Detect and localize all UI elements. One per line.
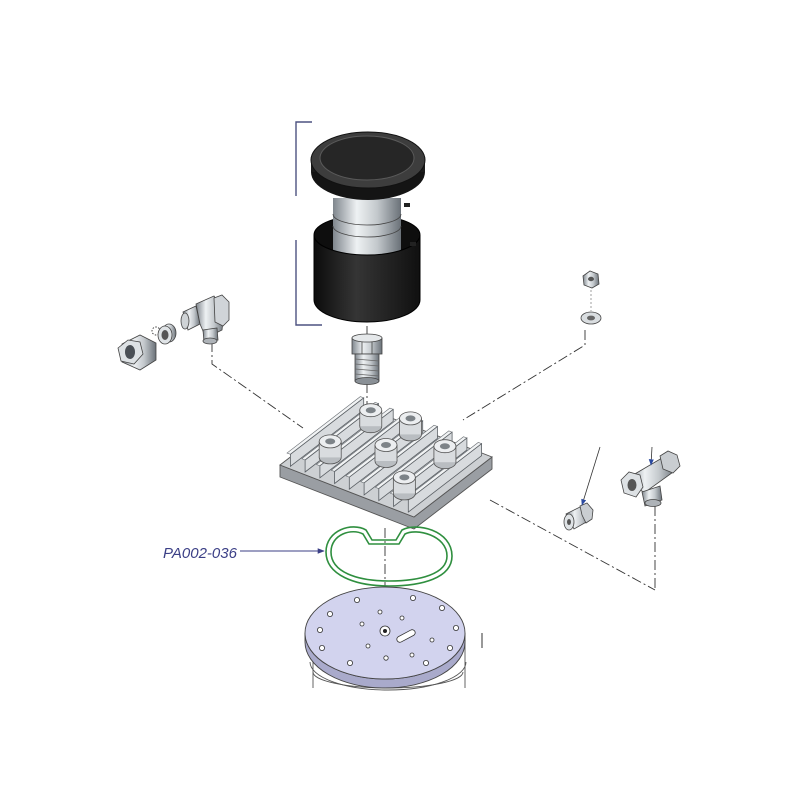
adapter-thread bbox=[354, 353, 380, 382]
valve-plate-hole bbox=[365, 643, 371, 649]
head-nut-and-washer bbox=[580, 270, 602, 325]
nut-washer-assembly-line bbox=[462, 330, 586, 421]
nut-hole bbox=[125, 345, 135, 359]
olive-ring bbox=[157, 323, 177, 345]
boss-bolt-hole bbox=[381, 442, 391, 448]
valve-plate-holes bbox=[316, 595, 459, 667]
filter-inner-cylinder-ring-2 bbox=[332, 225, 402, 238]
cylinder-head bbox=[279, 396, 493, 530]
bracket-upper bbox=[295, 121, 312, 196]
bolt-boss bbox=[374, 438, 398, 468]
valve-plate-hole bbox=[346, 660, 353, 667]
filter-assembly-bracket bbox=[295, 121, 322, 326]
head-bolt-bosses bbox=[318, 403, 457, 501]
small-adapter-fitting bbox=[563, 502, 594, 531]
boss-bolt-hole bbox=[399, 474, 410, 481]
elbow-nut bbox=[213, 294, 230, 327]
adapter-thread-lines bbox=[354, 358, 380, 377]
adapter-bottom bbox=[354, 377, 380, 385]
assembly-construction-lines bbox=[211, 326, 656, 688]
bolt-boss bbox=[433, 439, 457, 470]
washer-hole bbox=[587, 315, 595, 321]
right-fittings bbox=[563, 446, 681, 531]
valve-plate-hole bbox=[316, 627, 323, 634]
elbow-down-end bbox=[202, 337, 218, 345]
valve-plate-hole bbox=[429, 637, 435, 643]
valve-plate-hole bbox=[422, 660, 429, 667]
air-filter bbox=[310, 131, 426, 323]
valve-plate-hole bbox=[452, 625, 459, 632]
part-number-label: PA002-036 bbox=[163, 545, 238, 562]
valve-plate-slot bbox=[396, 629, 416, 643]
tee-right-nut bbox=[659, 450, 681, 474]
bracket-lower bbox=[295, 240, 322, 326]
boss-bolt-hole bbox=[405, 415, 416, 422]
valve-plate-hole bbox=[318, 645, 325, 652]
filter-body bbox=[313, 234, 421, 323]
filter-inner-cylinder bbox=[333, 198, 401, 262]
bolt-boss bbox=[392, 470, 416, 501]
adapter-top bbox=[351, 333, 383, 343]
elbow-fitting bbox=[180, 294, 230, 345]
elbow-thread-end bbox=[180, 312, 190, 330]
filter-side-tab-lower bbox=[410, 242, 416, 246]
valve-plate-hole bbox=[377, 609, 383, 615]
head-gasket bbox=[325, 526, 453, 587]
filter-side-tab-upper bbox=[404, 203, 410, 207]
filter-inner-cylinder-ring bbox=[332, 213, 402, 226]
boss-bolt-hole bbox=[325, 438, 336, 445]
olive-ring-hole bbox=[161, 330, 169, 340]
valve-plate-hole bbox=[446, 645, 453, 652]
part-callout: PA002-036 bbox=[163, 545, 325, 562]
head-nut-hole bbox=[588, 276, 594, 282]
filter-lid-top bbox=[319, 135, 415, 181]
left-fittings bbox=[117, 294, 230, 371]
gasket-inner-edge bbox=[330, 530, 448, 582]
tee-fitting bbox=[620, 450, 681, 507]
valve-plate-hole bbox=[326, 611, 333, 618]
threaded-adapter-fitting bbox=[351, 333, 383, 385]
valve-plate-hole bbox=[399, 615, 405, 621]
small-adapter-pointer-arrow bbox=[581, 446, 601, 506]
tee-fitting-assembly-line bbox=[489, 499, 656, 591]
valve-plate-hole bbox=[383, 655, 389, 661]
valve-plate-hole bbox=[409, 652, 415, 658]
bolt-boss bbox=[359, 403, 383, 434]
bolt-boss bbox=[318, 434, 342, 465]
tee-down-end bbox=[644, 499, 662, 507]
tee-left-hole bbox=[627, 479, 637, 491]
valve-plate-center-pin bbox=[383, 629, 387, 633]
compression-nut bbox=[117, 334, 157, 371]
tee-pointer-arrow bbox=[648, 446, 654, 466]
gasket-outer-edge bbox=[325, 526, 453, 587]
cooling-fin bbox=[363, 425, 438, 496]
valve-plate-hole bbox=[353, 597, 360, 604]
small-adapter-hex bbox=[579, 502, 594, 524]
valve-plate-hole bbox=[438, 605, 445, 612]
valve-plate-hole bbox=[409, 595, 416, 602]
valve-plate-hole bbox=[359, 621, 365, 627]
boss-bolt-hole bbox=[439, 443, 450, 450]
valve-plate-assembly bbox=[304, 586, 483, 691]
cooling-fin bbox=[407, 442, 483, 513]
cylinder-rim-arc bbox=[309, 661, 467, 691]
bolt-boss bbox=[399, 411, 422, 442]
cooling-fin bbox=[289, 397, 365, 468]
small-adapter-hole bbox=[567, 519, 571, 525]
left-fitting-assembly-line bbox=[211, 342, 304, 429]
boss-bolt-hole bbox=[365, 407, 376, 414]
